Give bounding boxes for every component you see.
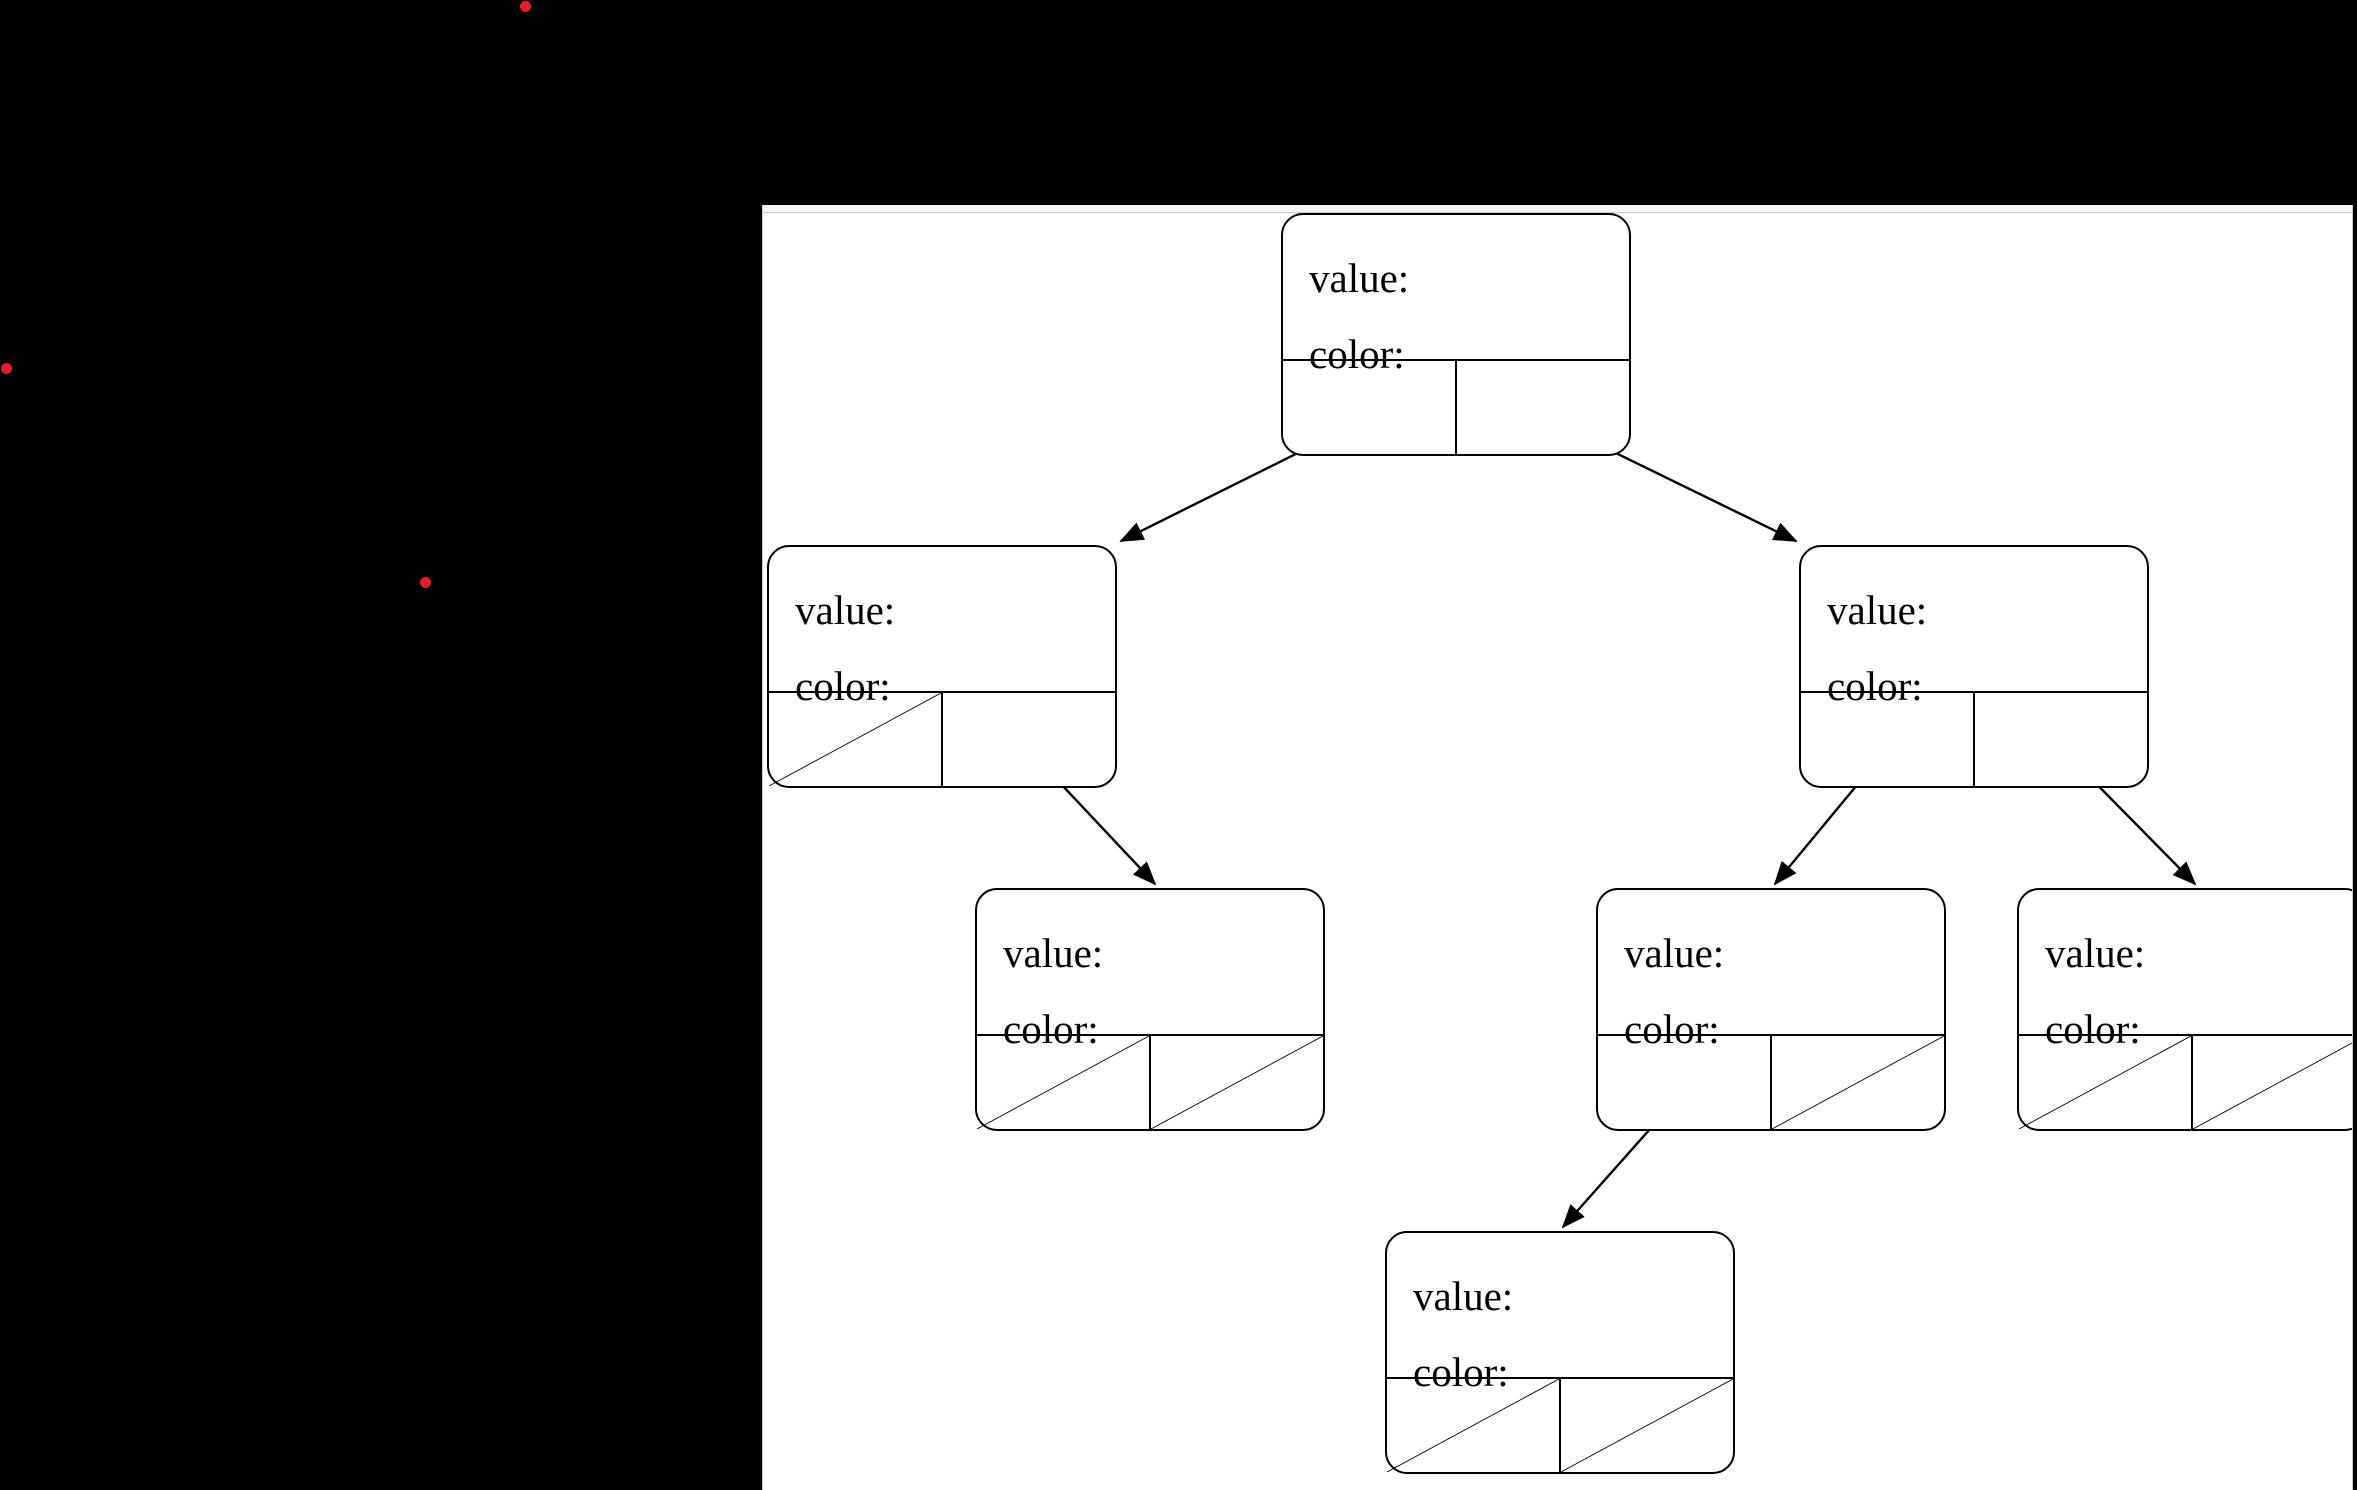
panel-header-strip xyxy=(763,205,2352,213)
node-pointer-cell-right[interactable] xyxy=(1149,1036,1323,1129)
node-body: value: color: xyxy=(769,547,1115,707)
node-field-color-label: color: xyxy=(1003,1006,1099,1052)
node-field-value-label: value: xyxy=(2045,930,2146,976)
node-field-value-label: value: xyxy=(1413,1273,1514,1319)
red-dot-middle xyxy=(420,577,431,588)
node-field-value-label: value: xyxy=(795,587,896,633)
node-pointer-bar xyxy=(2019,1034,2353,1129)
null-pointer-slash-icon xyxy=(2019,1036,2191,1129)
node-pointer-cell-left[interactable] xyxy=(769,693,941,786)
node-pointer-cell-right[interactable] xyxy=(941,693,1115,786)
null-pointer-slash-icon xyxy=(1772,1036,1944,1129)
node-pointer-cell-left[interactable] xyxy=(977,1036,1149,1129)
node-pointer-bar xyxy=(1283,359,1629,454)
node-body: value: color: xyxy=(1387,1233,1733,1393)
red-dot-left xyxy=(1,363,12,374)
node-pointer-cell-left[interactable] xyxy=(1598,1036,1770,1129)
node-field-color-label: color: xyxy=(2045,1006,2141,1052)
tree-node-leaf-c[interactable]: value: color: xyxy=(2017,888,2353,1131)
node-pointer-bar xyxy=(977,1034,1323,1129)
node-field-value-label: value: xyxy=(1624,930,1725,976)
null-pointer-slash-icon xyxy=(1561,1379,1733,1472)
node-pointer-bar xyxy=(769,691,1115,786)
node-pointer-cell-left[interactable] xyxy=(2019,1036,2191,1129)
diagram-canvas[interactable]: value:color:value:color:value:color:valu… xyxy=(763,205,2353,1490)
tree-node-leaf-b[interactable]: value: color: xyxy=(1596,888,1946,1131)
node-field-value-label: value: xyxy=(1827,587,1928,633)
node-pointer-bar xyxy=(1387,1377,1733,1472)
node-pointer-cell-left[interactable] xyxy=(1283,361,1455,454)
node-pointer-cell-left[interactable] xyxy=(1801,693,1973,786)
null-pointer-slash-icon xyxy=(2193,1036,2353,1129)
node-field-color-label: color: xyxy=(795,663,891,709)
tree-node-leaf-a[interactable]: value: color: xyxy=(975,888,1325,1131)
node-field-value-label: value: xyxy=(1309,255,1410,301)
node-pointer-cell-right[interactable] xyxy=(2191,1036,2353,1129)
node-body: value: color: xyxy=(2019,890,2352,1050)
node-pointer-bar xyxy=(1598,1034,1944,1129)
node-body: value: color: xyxy=(1801,547,2147,707)
null-pointer-slash-icon xyxy=(977,1036,1149,1129)
node-field-color-label: color: xyxy=(1309,331,1405,377)
node-field-color-label: color: xyxy=(1413,1349,1509,1395)
node-pointer-cell-right[interactable] xyxy=(1973,693,2147,786)
null-pointer-slash-icon xyxy=(769,693,941,786)
diagram-panel[interactable]: value:color:value:color:value:color:valu… xyxy=(762,205,2353,1490)
node-pointer-cell-right[interactable] xyxy=(1770,1036,1944,1129)
tree-node-left-child[interactable]: value: color: xyxy=(767,545,1117,788)
node-field-color-label: color: xyxy=(1624,1006,1720,1052)
tree-node-right-child[interactable]: value: color: xyxy=(1799,545,2149,788)
tree-node-root[interactable]: value: color: xyxy=(1281,213,1631,456)
node-pointer-cell-right[interactable] xyxy=(1559,1379,1733,1472)
node-pointer-bar xyxy=(1801,691,2147,786)
node-body: value: color: xyxy=(1283,215,1629,375)
tree-node-leaf-d[interactable]: value: color: xyxy=(1385,1231,1735,1474)
node-body: value: color: xyxy=(1598,890,1944,1050)
node-field-color-label: color: xyxy=(1827,663,1923,709)
node-field-value-label: value: xyxy=(1003,930,1104,976)
red-dot-top xyxy=(520,1,531,12)
node-body: value: color: xyxy=(977,890,1323,1050)
null-pointer-slash-icon xyxy=(1151,1036,1323,1129)
node-pointer-cell-left[interactable] xyxy=(1387,1379,1559,1472)
null-pointer-slash-icon xyxy=(1387,1379,1559,1472)
node-pointer-cell-right[interactable] xyxy=(1455,361,1629,454)
